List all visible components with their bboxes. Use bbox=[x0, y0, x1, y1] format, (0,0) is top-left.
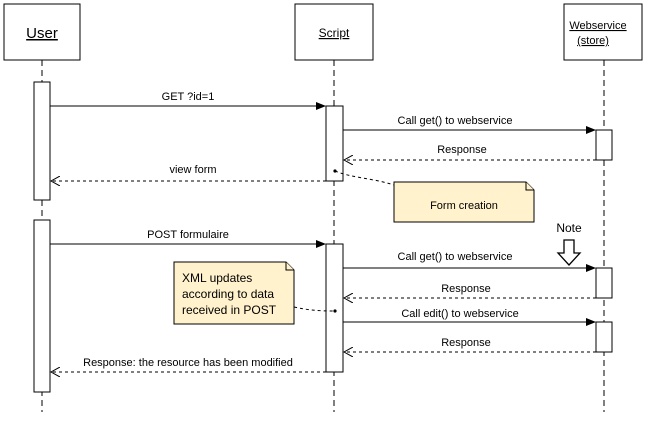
activation-webservice-3 bbox=[595, 321, 613, 353]
note-form-creation: Form creation bbox=[393, 181, 535, 223]
note-xml-updates-line3: received in POST bbox=[182, 303, 277, 317]
note-marker-text: Note bbox=[556, 221, 582, 235]
note-xml-updates-connector bbox=[293, 306, 335, 312]
participant-webservice-label-line1: Webservice bbox=[569, 20, 626, 32]
message-response-1: Response bbox=[344, 144, 596, 160]
participant-webservice-label-line2: (store) bbox=[577, 35, 609, 47]
message-call-get-2: Call get() to webservice bbox=[343, 251, 596, 272]
note-xml-updates-line1: XML updates bbox=[182, 271, 252, 285]
participant-webservice: Webservice (store) bbox=[563, 3, 643, 61]
message-response-modified-label: Response: the resource has been modified bbox=[83, 357, 293, 369]
message-call-edit: Call edit() to webservice bbox=[343, 308, 596, 326]
message-post-formulaire-label: POST formulaire bbox=[147, 229, 229, 241]
activation-script-1 bbox=[325, 105, 344, 182]
message-call-get-1: Call get() to webservice bbox=[343, 115, 596, 134]
note-xml-updates-line2: according to data bbox=[182, 287, 274, 301]
message-response-1-label: Response bbox=[437, 144, 487, 156]
note-form-creation-anchor bbox=[333, 169, 337, 173]
activation-script-2 bbox=[325, 243, 344, 373]
note-form-creation-text: Form creation bbox=[430, 200, 498, 212]
message-get-id-label: GET ?id=1 bbox=[162, 91, 215, 103]
note-xml-updates: XML updates according to data received i… bbox=[173, 261, 295, 325]
message-post-formulaire: POST formulaire bbox=[50, 229, 326, 248]
message-response-2-label: Response bbox=[441, 283, 491, 295]
note-marker: Note bbox=[556, 221, 582, 266]
note-xml-updates-anchor bbox=[333, 309, 337, 313]
activation-webservice-1 bbox=[595, 129, 613, 161]
message-call-get-2-label: Call get() to webservice bbox=[398, 251, 513, 263]
activation-webservice-2 bbox=[595, 267, 613, 299]
participant-user-label: User bbox=[26, 25, 58, 42]
participant-script-label: Script bbox=[319, 26, 350, 40]
activation-user-1 bbox=[33, 81, 51, 201]
down-arrow-icon bbox=[556, 239, 582, 266]
note-form-creation-connector bbox=[334, 170, 395, 186]
message-response-modified: Response: the resource has been modified bbox=[51, 357, 326, 372]
message-response-3-label: Response bbox=[441, 337, 491, 349]
message-view-form-label: view form bbox=[169, 164, 216, 176]
message-response-2: Response bbox=[344, 283, 596, 298]
participant-script: Script bbox=[294, 3, 374, 61]
message-view-form: view form bbox=[51, 164, 326, 181]
participant-user: User bbox=[3, 3, 81, 61]
message-get-id: GET ?id=1 bbox=[50, 91, 326, 110]
message-response-3: Response bbox=[344, 337, 596, 352]
message-call-get-1-label: Call get() to webservice bbox=[398, 115, 513, 127]
message-call-edit-label: Call edit() to webservice bbox=[401, 308, 518, 320]
activation-user-2 bbox=[33, 219, 51, 393]
